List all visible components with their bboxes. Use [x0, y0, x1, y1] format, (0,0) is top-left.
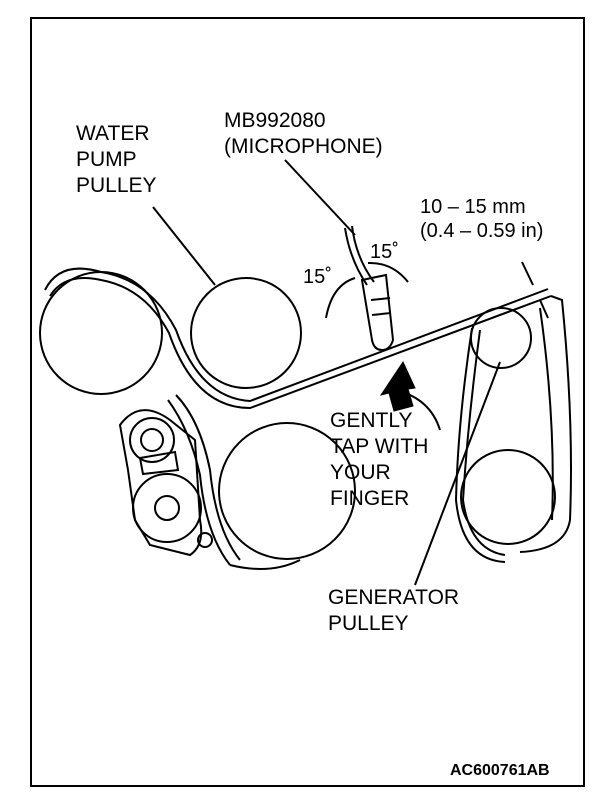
- tap-arrow-icon: [379, 360, 416, 412]
- leader-generator: [414, 361, 501, 586]
- angle-right-label: 15˚: [370, 241, 399, 263]
- deflection-label: 10 – 15 mm (0.4 – 0.59 in): [420, 196, 544, 242]
- water-pump-pulley-label: WATER PUMP PULLEY: [76, 122, 157, 197]
- figure-frame: [30, 17, 585, 787]
- drive-belt: [44, 267, 572, 570]
- generator-pulley-label: GENERATOR PULLEY: [328, 586, 460, 635]
- tap-instruction-label: GENTLY TAP WITH YOUR FINGER: [330, 409, 429, 510]
- tensioner-pulley-large: [218, 422, 356, 560]
- angle-arc-left: [325, 277, 356, 319]
- microphone: [344, 225, 395, 352]
- figure-code: AC600761AB: [450, 762, 550, 779]
- lower-right-pulley: [460, 449, 556, 545]
- leader-water-pump: [152, 206, 216, 286]
- water-pump-pulley: [190, 277, 302, 389]
- tensioner-assembly: [118, 409, 213, 557]
- angle-left-label: 15˚: [303, 266, 332, 288]
- generator-pulley: [470, 307, 532, 369]
- microphone-tool-label: MB992080 (MICROPHONE): [224, 109, 383, 158]
- leader-microphone: [284, 159, 356, 236]
- angle-arc-right: [367, 261, 409, 283]
